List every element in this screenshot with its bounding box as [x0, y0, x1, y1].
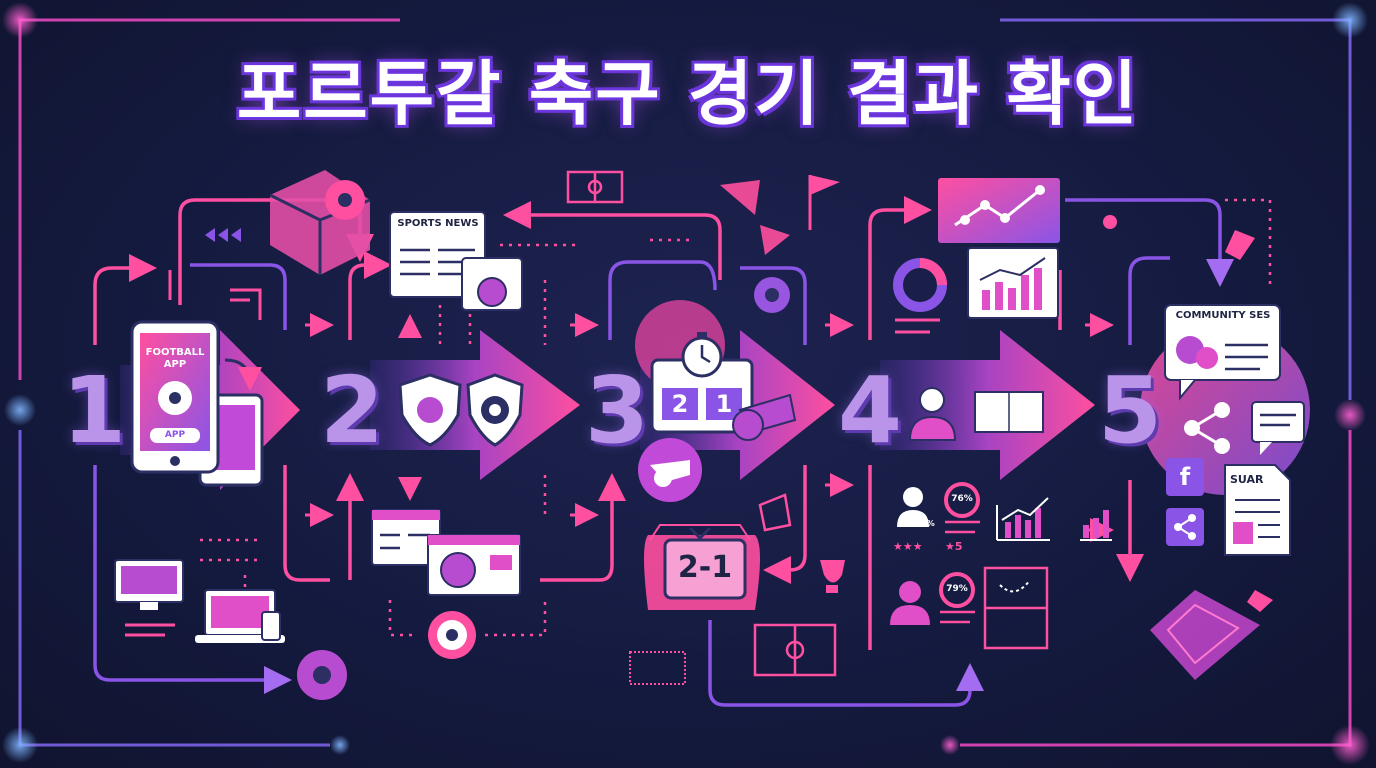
dotted-connectors — [200, 198, 1272, 637]
page-title: 포르투갈 축구 경기 결과 확인 — [236, 53, 1140, 135]
score-right: 1 — [715, 390, 733, 418]
step-number-4: 4 — [838, 357, 903, 464]
step4-analysis — [890, 178, 1112, 650]
decorative-shapes — [168, 170, 1273, 680]
tv-score: 2-1 — [677, 550, 733, 585]
rating-value: ★5 — [945, 540, 963, 553]
rating-stars: ★★★ — [893, 540, 923, 553]
football-app-label: FOOTBALL APP — [145, 347, 205, 370]
step-number-3: 3 — [585, 357, 650, 464]
app-button-label: APP — [164, 430, 186, 440]
small-arrows — [305, 313, 1114, 542]
step-number-5: 5 — [1098, 357, 1163, 464]
step1-devices — [114, 228, 285, 643]
stat-9: 9% — [921, 519, 935, 528]
step-number-1: 1 — [62, 357, 127, 464]
score-left: 2 — [671, 390, 689, 418]
doc-label: SUAR — [1230, 473, 1264, 486]
community-label: COMMUNITY SES — [1175, 310, 1271, 321]
sports-news-label: SPORTS NEWS — [397, 218, 479, 229]
step5-community — [1164, 304, 1305, 556]
step-number-2: 2 — [320, 357, 385, 464]
stat-79: 79% — [946, 584, 968, 594]
soccer-ball-icons — [297, 180, 790, 700]
step3-scoreboard — [566, 170, 845, 685]
facebook-icon: f — [1179, 463, 1191, 491]
stat-76: 76% — [951, 494, 973, 504]
step2-news — [371, 211, 524, 596]
